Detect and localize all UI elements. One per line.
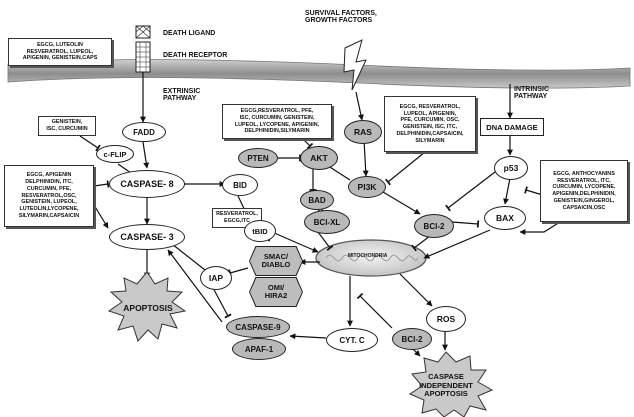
node-iap: IAP [200,266,232,290]
compound-box-far-right: EGCG, ANTHOCYANINS RESVERATROL, ITC, CUR… [540,160,628,222]
node-bid: BID [222,174,258,196]
compound-box-genistein-text: GENISTEIN, ISC, CURCUMIN [46,119,88,132]
compound-box-resveratrol-text: RESVERATROL, EGCG,ITC [216,211,258,224]
node-apaf-1: APAF-1 [232,338,286,360]
node-p53: p53 [494,156,528,180]
node-caspase-8: CASPASE- 8 [109,170,185,198]
node-dna-damage: DNA DAMAGE [480,118,544,136]
lightning-bolt [343,39,367,91]
compound-box-far-right-text: EGCG, ANTHOCYANINS RESVERATROL, ITC, CUR… [552,170,616,211]
compound-box-top-left-text: EGCG, LUTEOLIN RESVERATROL, LUPEOL, APIG… [22,41,98,62]
mitochondria-label: MITOCHONDRIA [348,253,388,259]
compound-box-left-big: EGCG, APIGENIN DELPHINIDIN, ITC, CURCUMI… [4,165,94,227]
survival-factors-label: SURVIVAL FACTORS, GROWTH FACTORS [305,10,377,25]
node-bax: BAX [484,206,526,230]
node-smac-diablo: SMAC/ DIABLO [250,247,302,275]
death-ligand-label: DEATH LIGAND [163,30,216,37]
node-caspase-3: CASPASE- 3 [109,224,185,250]
compound-box-center-top-text: EGCG,RESVERATROL, PFE, ISC, CURCUMIN, GE… [234,108,320,135]
compound-box-left-big-text: EGCG, APIGENIN DELPHINIDIN, ITC, CURCUMI… [18,172,80,219]
node-akt: AKT [300,146,338,170]
node-cyt-c: CYT. C [326,328,378,352]
death-receptor-label: DEATH RECEPTOR [163,52,228,59]
compound-box-center-top: EGCG,RESVERATROL, PFE, ISC, CURCUMIN, GE… [222,104,332,139]
node-bcl-2-upper: BCl-2 [414,214,454,238]
node-fadd: FADD [122,122,166,142]
compound-box-right-upper-text: EGCG, RESVERATROL, LUPEOL, APIGENIN, PFE… [396,103,464,144]
node-bcl-2-lower: BCl-2 [392,328,432,350]
node-apoptosis: APOPTOSIS [123,303,173,313]
node-pten: PTEN [238,148,278,168]
node-caspase-independent-apoptosis: CASPASE INDEPENDENT APOPTOSIS [419,372,473,399]
node-caspase-9: CASPASE-9 [226,316,290,338]
compound-box-top-left: EGCG, LUTEOLIN RESVERATROL, LUPEOL, APIG… [8,38,112,66]
node-omi-hira2: OMI/ HIRA2 [250,278,302,306]
extrinsic-pathway-label: EXTRINSIC PATHWAY [163,88,201,103]
node-bcl-xl: BCl-XL [304,210,350,234]
compound-box-right-upper: EGCG, RESVERATROL, LUPEOL, APIGENIN, PFE… [384,96,476,152]
compound-box-genistein: GENISTEIN, ISC, CURCUMIN [38,116,96,136]
node-pi3k: PI3K [348,176,386,198]
node-ros: ROS [426,306,466,332]
cell-membrane [7,59,631,89]
death-receptor-graphic [135,25,151,73]
node-ras: RAS [344,120,382,144]
node-bad: BAD [300,190,334,210]
node-tbid: tBID [244,220,276,242]
intrinsic-pathway-label: INTRINSIC PATHWAY [514,86,549,101]
node-c-flip: c-FLIP [96,145,134,163]
